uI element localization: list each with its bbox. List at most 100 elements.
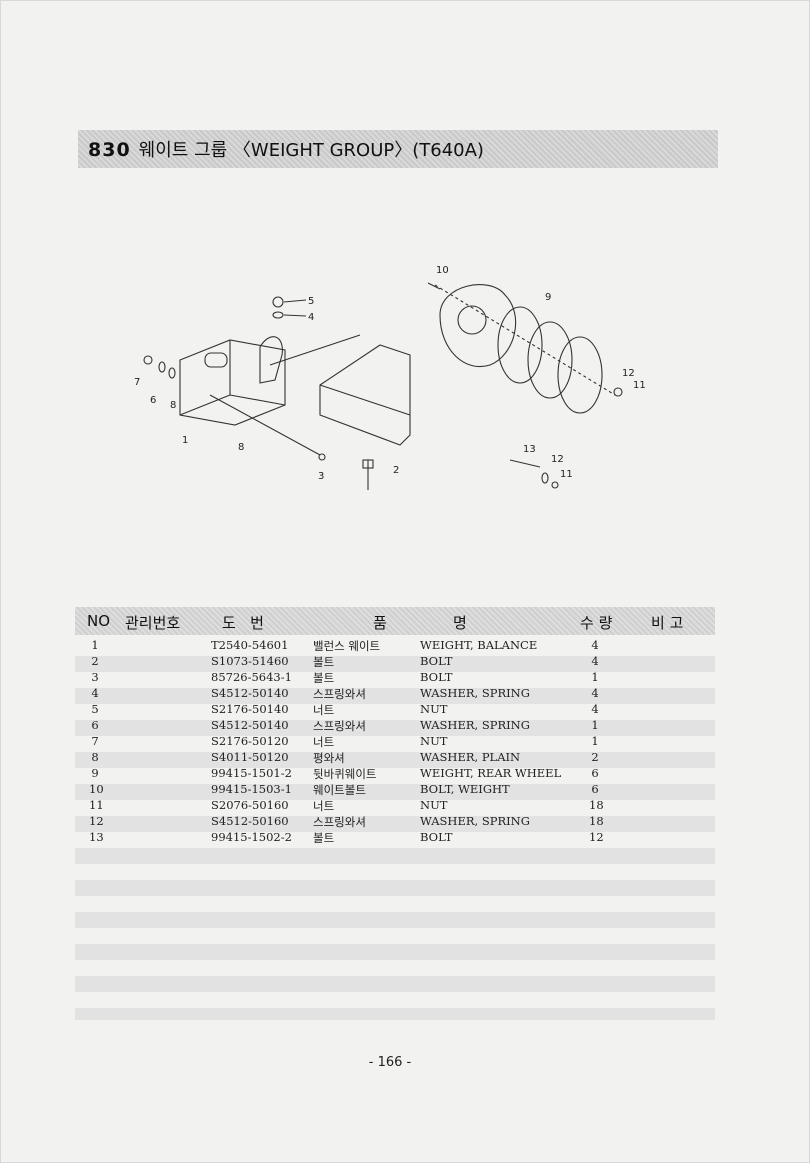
row-part-number: S1073-51460 xyxy=(211,654,289,668)
row-quantity: 18 xyxy=(589,814,604,828)
balance-weight-edge-2 xyxy=(229,394,286,406)
parts-illustration: 1 2 3 4 5 6 7 8 9 10 11 12 13 8 11 12 xyxy=(134,265,646,490)
callout-7: 7 xyxy=(134,377,140,388)
leader-5 xyxy=(283,299,307,303)
balance-weight-shape xyxy=(179,339,286,426)
column-header-part-name-1: 품 xyxy=(373,614,387,632)
row-part-number: S4011-50120 xyxy=(211,750,289,764)
table-row: 12 S4512-50160 스프링와셔 WASHER, SPRING 18 xyxy=(75,814,715,830)
row-quantity: 4 xyxy=(591,686,599,700)
row-english-name: NUT xyxy=(420,734,448,748)
row-korean-name: 볼트 xyxy=(313,671,335,685)
row-part-number: S2176-50140 xyxy=(211,702,289,716)
row-no: 10 xyxy=(89,782,104,796)
row-part-number: 99415-1502-2 xyxy=(211,830,292,844)
washer-12-lower xyxy=(541,472,549,484)
row-no: 11 xyxy=(89,798,104,812)
nut-11-lower xyxy=(551,481,559,489)
callout-11-lower: 11 xyxy=(560,469,573,480)
row-part-number: T2540-54601 xyxy=(211,638,289,652)
column-header-remarks: 비 고 xyxy=(651,614,684,632)
row-part-number: 99415-1501-2 xyxy=(211,766,292,780)
long-bolt-head xyxy=(318,453,326,461)
row-part-number: S4512-50140 xyxy=(211,686,289,700)
row-english-name: BOLT xyxy=(420,670,453,684)
row-english-name: NUT xyxy=(420,798,448,812)
callout-13: 13 xyxy=(523,444,536,455)
callout-10: 10 xyxy=(436,265,449,276)
rear-wheel-weight-2 xyxy=(527,321,573,399)
row-no: 12 xyxy=(89,814,104,828)
long-bolt xyxy=(209,394,321,456)
tractor-frame xyxy=(319,344,411,446)
callout-5: 5 xyxy=(308,296,314,307)
bolt-13 xyxy=(509,459,541,468)
balance-weight-handle xyxy=(204,352,228,368)
row-korean-name: 평와셔 xyxy=(313,751,345,765)
row-part-number: S2076-50160 xyxy=(211,798,289,812)
callout-11: 11 xyxy=(633,380,646,391)
row-english-name: BOLT xyxy=(420,654,453,668)
nut-11-right xyxy=(613,387,623,397)
frame-guide-line xyxy=(269,334,361,366)
row-korean-name: 스프링와셔 xyxy=(313,719,366,733)
callout-1: 1 xyxy=(182,435,188,446)
callout-12-lower: 12 xyxy=(551,454,564,465)
row-english-name: WEIGHT, REAR WHEEL xyxy=(420,766,562,780)
row-part-number: S2176-50120 xyxy=(211,734,289,748)
row-korean-name: 너트 xyxy=(313,735,335,749)
row-english-name: WASHER, SPRING xyxy=(420,814,530,828)
wheel-hub xyxy=(439,284,517,368)
row-english-name: WASHER, SPRING xyxy=(420,718,530,732)
nut-7 xyxy=(143,355,153,365)
row-no: 2 xyxy=(91,654,99,668)
row-korean-name: 웨이트볼트 xyxy=(313,783,366,797)
callout-8-lower: 8 xyxy=(238,442,244,453)
washer-4 xyxy=(272,311,284,319)
washer-8 xyxy=(168,367,176,379)
row-quantity: 1 xyxy=(591,718,599,732)
callout-8: 8 xyxy=(170,400,176,411)
page-number: - 166 - xyxy=(368,1055,412,1070)
row-korean-name: 스프링와셔 xyxy=(313,815,366,829)
callout-4: 4 xyxy=(308,312,314,323)
wheel-hub-center xyxy=(457,305,487,335)
column-header-mgmt-no: 관리번호 xyxy=(125,614,181,632)
weight-bolt-10 xyxy=(427,282,441,290)
row-no: 3 xyxy=(91,670,99,684)
callout-9: 9 xyxy=(545,292,551,303)
leader-4 xyxy=(283,314,307,317)
section-number: 830 xyxy=(88,139,131,161)
row-quantity: 4 xyxy=(591,702,599,716)
row-quantity: 2 xyxy=(591,750,599,764)
bolt-2-head xyxy=(362,459,374,469)
weight-bracket xyxy=(259,336,283,384)
rear-wheel-weight-3 xyxy=(557,336,603,414)
row-part-number: 99415-1503-1 xyxy=(211,782,292,796)
row-part-number: S4512-50160 xyxy=(211,814,289,828)
row-part-number: S4512-50140 xyxy=(211,718,289,732)
row-no: 8 xyxy=(91,750,99,764)
callout-12: 12 xyxy=(622,368,635,379)
washer-6 xyxy=(158,361,166,373)
row-english-name: BOLT, WEIGHT xyxy=(420,782,510,796)
row-quantity: 6 xyxy=(591,782,599,796)
row-korean-name: 밸런스 웨이트 xyxy=(313,639,381,653)
row-no: 5 xyxy=(91,702,99,716)
table-row: 10 99415-1503-1 웨이트볼트 BOLT, WEIGHT 6 xyxy=(75,782,715,798)
callout-6: 6 xyxy=(150,395,156,406)
table-header-band xyxy=(75,607,715,635)
row-quantity: 4 xyxy=(591,654,599,668)
